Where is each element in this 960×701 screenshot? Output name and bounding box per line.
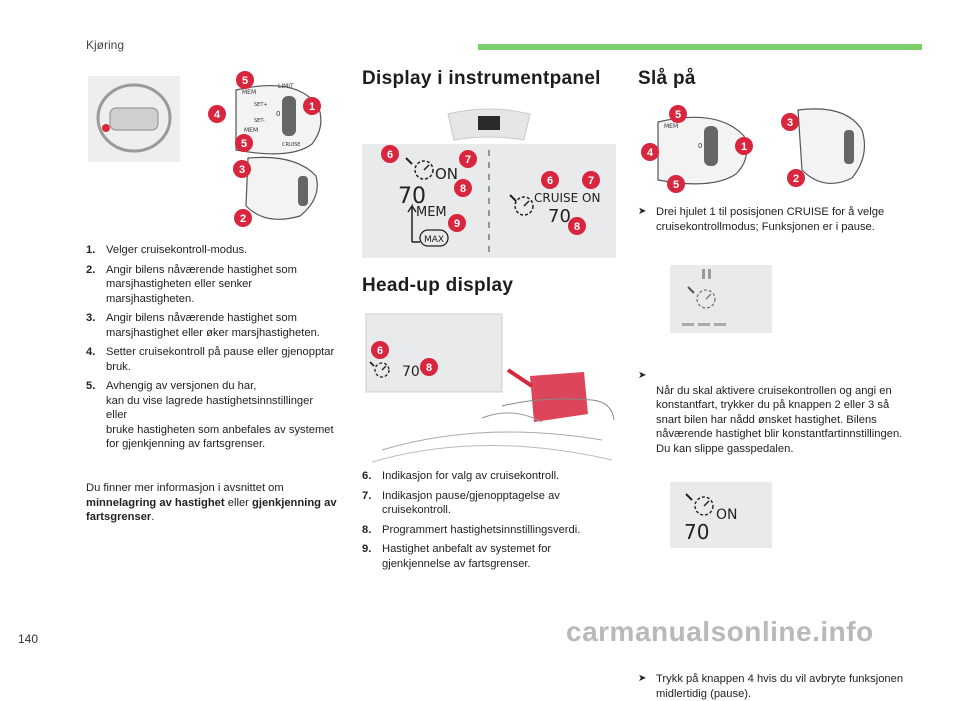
- stalk-zero-label-right: 0: [698, 142, 702, 150]
- active-display-illustration: ON 70: [670, 482, 772, 548]
- cruise-stalk-illustration: MEM LIMIT SET+ SET- 0 MEM CRUISE 5 4 5 1…: [88, 71, 322, 227]
- badge-6-hud: 6: [377, 345, 383, 357]
- badge-5-top: 5: [242, 75, 248, 87]
- instruction-bullet-1: ➤Drei hjulet 1 til posisjonen CRUISE for…: [638, 206, 885, 233]
- stalk-mem2-label: MEM: [244, 127, 258, 134]
- stalk-mem-label-right: MEM: [664, 123, 678, 130]
- list-item: 7.Indikasjon pause/gjenopptagelse av cru…: [362, 489, 560, 517]
- display-legend-list: 6.Indikasjon for valg av cruisekontroll.…: [362, 469, 616, 576]
- panel-mem-text: MEM: [416, 205, 447, 220]
- paused-display-illustration: [670, 265, 772, 333]
- badge-1-right: 1: [741, 141, 747, 153]
- badge-6-right: 6: [547, 175, 553, 187]
- arrow-bullet-icon: ➤: [638, 673, 647, 684]
- badge-4: 4: [214, 109, 221, 121]
- badge-4-right: 4: [647, 147, 654, 159]
- arrow-bullet-icon: ➤: [638, 370, 647, 381]
- instruction-bullet-3: ➤Trykk på knappen 4 hvis du vil avbryte …: [638, 673, 904, 700]
- stalk-limit-label: LIMIT: [278, 83, 294, 90]
- head-up-display-illustration: 70 6 8: [365, 313, 615, 463]
- stalk-function-list: 1.Velger cruisekontroll-modus. 2.Angir b…: [86, 243, 342, 457]
- badge-8-hud: 8: [426, 362, 432, 374]
- badge-9-left: 9: [454, 218, 460, 230]
- active-on-text: ON: [716, 507, 738, 523]
- stalk-setplus-label: SET+: [254, 102, 268, 108]
- list-item: 4.Setter cruisekontroll på pause eller g…: [86, 346, 335, 373]
- head-up-display-title: Head-up display: [362, 275, 514, 296]
- badge-8-right: 8: [574, 221, 580, 233]
- list-item: 1.Velger cruisekontroll-modus.: [86, 244, 248, 256]
- instrument-panel-illustration: ON 70 MEM MAX CRUISE ON 70 6 7 8 9 6 7 8: [362, 108, 616, 258]
- list-item: 6.Indikasjon for valg av cruisekontroll.: [362, 470, 560, 482]
- stalk-zero-label: 0: [276, 110, 280, 118]
- badge-5-right-top: 5: [675, 109, 681, 121]
- stalk-mem-label: MEM: [242, 89, 256, 96]
- instruction-bullet-2: ➤Når du skal aktivere cruisekontrollen o…: [638, 370, 903, 455]
- list-item: 2.Angir bilens nåværende hastighet som m…: [86, 263, 297, 305]
- badge-8-left: 8: [460, 183, 466, 195]
- panel-on-text: ON: [435, 165, 458, 183]
- badge-3-right: 3: [787, 117, 793, 129]
- page-number: 140: [18, 632, 39, 646]
- switch-on-stalk-illustration: MEM 0 5 3 4 1 5 2: [641, 105, 865, 193]
- list-item: 3.Angir bilens nåværende hastighet som m…: [86, 312, 320, 339]
- section-accent-bar: [478, 44, 922, 50]
- badge-5-right-bottom: 5: [673, 179, 679, 191]
- hud-speed-text: 70: [402, 364, 420, 380]
- list-item: 5.Avhengig av versjonen du har, kan du v…: [86, 380, 334, 450]
- list-item: 8.Programmert hastighetsinnstillingsverd…: [362, 523, 581, 536]
- instrument-display-title: Display i instrumentpanel: [362, 68, 601, 89]
- stalk-setminus-label: SET-: [254, 118, 265, 124]
- panel-speed2-text: 70: [548, 206, 571, 227]
- switch-on-title: Slå på: [638, 68, 696, 89]
- badge-2: 2: [240, 213, 246, 225]
- badge-3: 3: [239, 164, 245, 176]
- section-header: Kjøring: [86, 38, 125, 52]
- active-speed-text: 70: [684, 520, 709, 544]
- stalk-cruise-label: CRUISE: [282, 142, 300, 148]
- further-info-paragraph: Du finner mer informasjon i avsnittet om…: [86, 482, 337, 523]
- list-item: 9.Hastighet anbefalt av systemet for gje…: [362, 543, 552, 570]
- panel-max-text: MAX: [424, 235, 444, 245]
- badge-7-left: 7: [465, 154, 471, 166]
- badge-2-right: 2: [793, 173, 799, 185]
- badge-1: 1: [309, 101, 315, 113]
- badge-7-right: 7: [588, 175, 594, 187]
- arrow-bullet-icon: ➤: [638, 206, 647, 217]
- watermark: carmanualsonline.info: [566, 616, 874, 647]
- panel-cruise-on-text: CRUISE ON: [534, 191, 600, 205]
- badge-6-left: 6: [387, 149, 393, 161]
- badge-5-bottom: 5: [241, 138, 247, 150]
